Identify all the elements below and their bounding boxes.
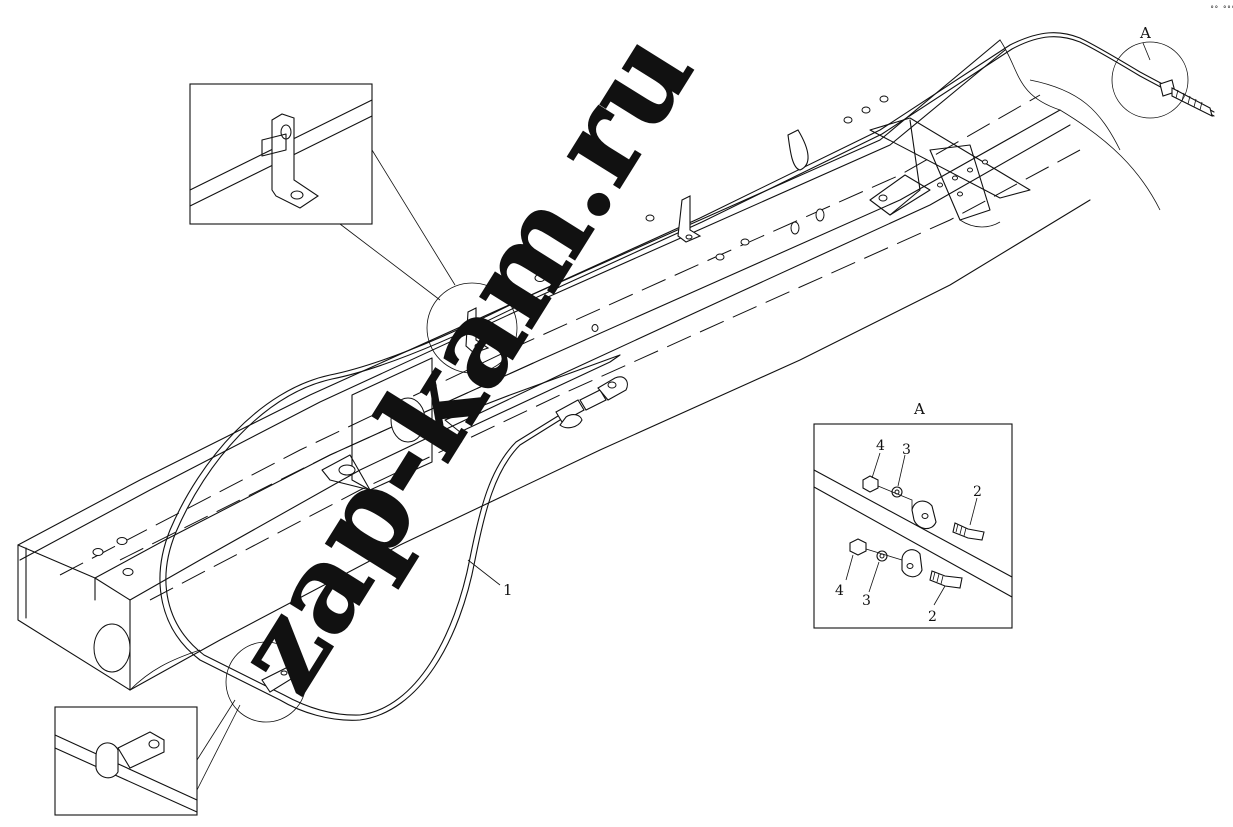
gusset-bracket <box>321 354 621 491</box>
detail-a: A 4 3 2 4 3 2 <box>813 400 1013 629</box>
label-washer-upper: 3 <box>902 442 911 458</box>
magnifier-circles <box>225 41 1189 723</box>
frame-rail <box>17 39 1161 691</box>
cable-clips <box>261 129 809 693</box>
label-washer-lower: 3 <box>862 593 871 609</box>
nut-lower <box>849 538 867 556</box>
bolt-lower <box>929 570 963 589</box>
nut-upper <box>862 475 879 493</box>
label-bolt-lower: 2 <box>928 609 937 625</box>
callout-letter-a: A <box>1139 24 1151 42</box>
corner-text: °° °°° <box>1210 5 1233 13</box>
bracket-lower <box>901 549 923 578</box>
rail-holes <box>92 95 889 673</box>
part-label-1: 1 <box>503 581 513 599</box>
label-nut-lower: 4 <box>835 583 844 599</box>
label-nut-upper: 4 <box>876 438 885 454</box>
rear-cross-member <box>869 117 1031 228</box>
inset-clip-detail-bottom <box>54 699 241 816</box>
detail-a-title: A <box>913 400 925 418</box>
cable-assembly <box>159 32 1215 721</box>
label-bolt-upper: 2 <box>973 484 982 500</box>
bolt-upper <box>952 522 985 541</box>
inset-clip-detail-top <box>189 83 456 301</box>
